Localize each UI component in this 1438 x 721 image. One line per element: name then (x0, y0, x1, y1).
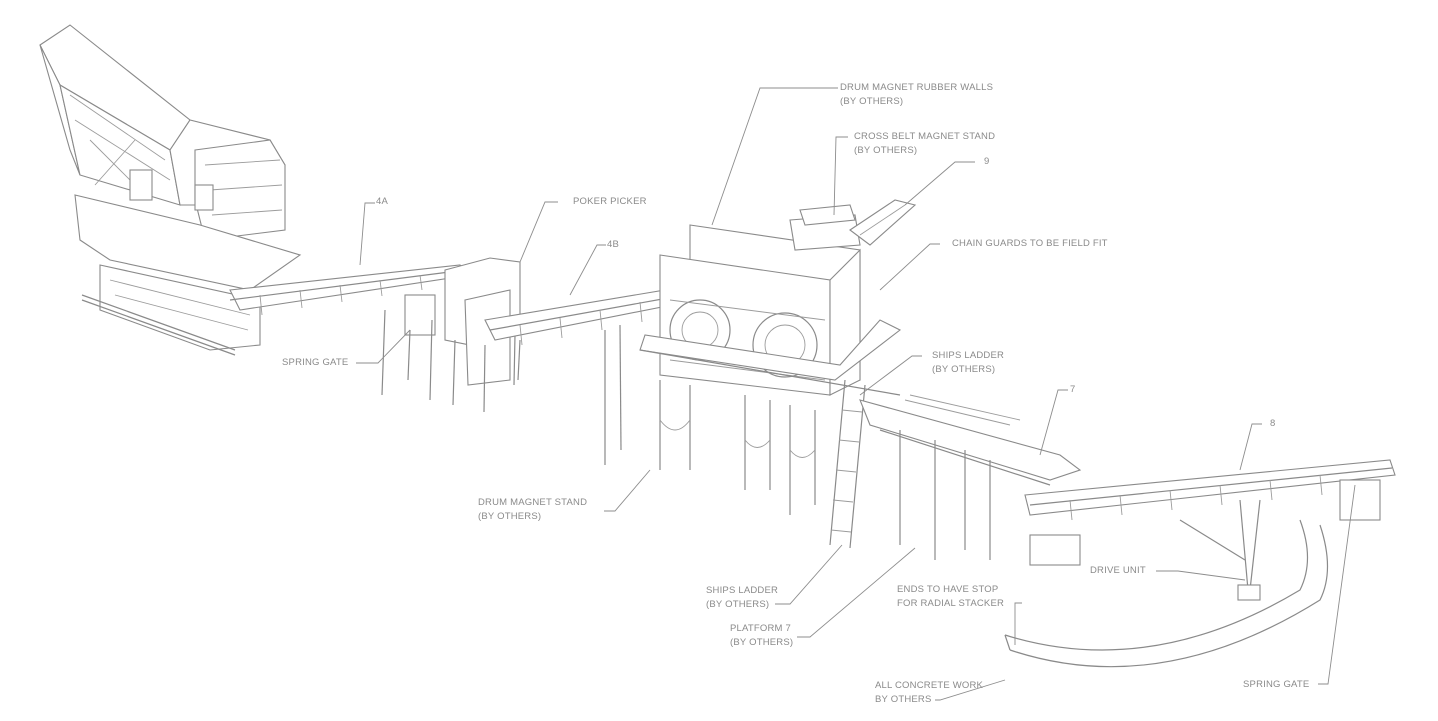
label-platform-7: PLATFORM 7 (BY OTHERS) (730, 623, 794, 648)
feed-hopper (39, 24, 302, 356)
label-ends-stop: ENDS TO HAVE STOP FOR RADIAL STACKER (897, 584, 1005, 609)
label-item-9: 9 (984, 156, 990, 167)
label-item-7: 7 (1070, 384, 1076, 395)
label-item-4a: 4A (376, 196, 389, 207)
radial-stacker-8 (1004, 459, 1396, 668)
label-drum-magnet-stand: DRUM MAGNET STAND (BY OTHERS) (478, 497, 588, 522)
conveyor-4a (229, 264, 472, 401)
label-chain-guards: CHAIN GUARDS TO BE FIELD FIT (952, 238, 1108, 249)
label-cross-belt-magnet-stand: CROSS BELT MAGNET STAND (BY OTHERS) (854, 131, 996, 156)
label-ships-ladder-lower: SHIPS LADDER (BY OTHERS) (706, 585, 779, 610)
label-drum-magnet-rubber-walls: DRUM MAGNET RUBBER WALLS (BY OTHERS) (840, 82, 994, 107)
label-spring-gate-right: SPRING GATE (1243, 679, 1310, 690)
platform-7 (859, 394, 1082, 560)
label-item-8: 8 (1270, 418, 1276, 429)
conveyor-4b (484, 289, 673, 465)
label-ships-ladder-upper: SHIPS LADDER (BY OTHERS) (932, 350, 1005, 375)
label-spring-gate-left: SPRING GATE (282, 357, 349, 368)
drum-magnet-structure (639, 199, 917, 549)
label-drive-unit: DRIVE UNIT (1090, 565, 1146, 576)
label-poker-picker: POKER PICKER (573, 196, 647, 207)
label-concrete-work: ALL CONCRETE WORK BY OTHERS (875, 680, 984, 705)
leader-lines (356, 87, 1356, 701)
label-item-4b: 4B (607, 239, 620, 250)
